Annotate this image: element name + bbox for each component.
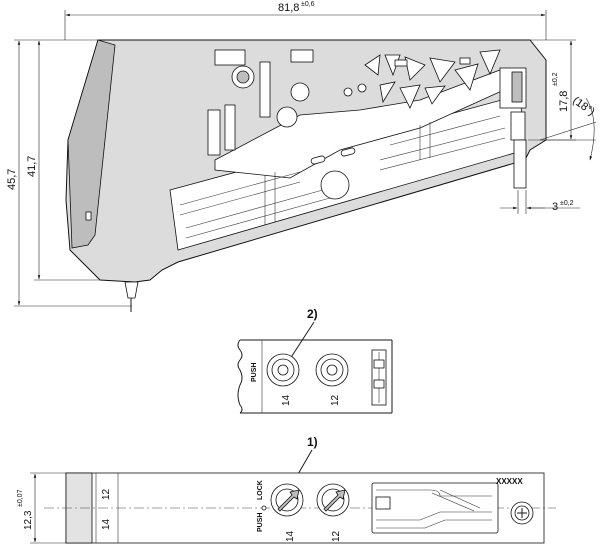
total-height-dimension: 45,7 — [6, 39, 132, 307]
detail-1-port-14 — [270, 483, 304, 517]
detail-2-callout: 2) — [307, 307, 318, 321]
detail-1-push-label: PUSH — [257, 513, 264, 532]
rail-slots — [179, 115, 506, 239]
latch-foot — [513, 139, 527, 189]
detail-1-left-label-bottom: 14 — [101, 518, 112, 530]
latch-height-tolerance: ±0,2 — [552, 72, 559, 86]
detail-2-view: 2) PUSH 14 12 — [237, 307, 393, 414]
detail-1-marking: XXXXX — [496, 477, 523, 486]
detail-2-push-label: PUSH — [251, 363, 258, 382]
top-tab — [290, 49, 314, 63]
latch-height-value: 17,8 — [558, 91, 570, 112]
flank-marking — [85, 211, 92, 221]
oblong-slot-left — [310, 155, 326, 165]
detail-2-port-a-label: 14 — [281, 394, 292, 406]
total-height-value: 45,7 — [6, 169, 18, 190]
width-dimension-value: 81,8 — [278, 2, 299, 14]
detail-1-lock-dot — [261, 505, 267, 511]
offset-value: 3 — [552, 201, 558, 213]
inner-height-value: 41,7 — [26, 156, 38, 177]
latch — [499, 67, 527, 189]
housing-left-flank — [67, 39, 116, 249]
boss-center — [290, 82, 310, 102]
left-ribs — [207, 61, 271, 156]
boss-bottom — [320, 170, 350, 200]
detail-1-port-12 — [316, 483, 350, 517]
detail-1-view: 1) 12,3 ±0,07 12 14 LOCK PUSH — [17, 435, 556, 544]
contact-pin — [124, 281, 139, 312]
detail-1-height-tolerance: ±0,07 — [17, 489, 24, 507]
detail-1-left-label-top: 12 — [101, 488, 112, 500]
detail-2-port-14 — [266, 353, 300, 387]
boss-lower — [276, 106, 298, 128]
detail-1-height-value: 12,3 — [23, 510, 34, 530]
detail-2-port-b-label: 12 — [330, 394, 341, 406]
detail-1-screw — [510, 501, 534, 525]
boss-upper-left-core — [236, 70, 250, 84]
top-block — [214, 49, 246, 66]
lattice-cutouts — [343, 49, 501, 109]
detail-1-callout: 1) — [307, 435, 318, 449]
oblong-slot-right — [340, 147, 356, 157]
detail-1-latch-mechanism — [371, 482, 499, 534]
offset-tolerance: ±0,2 — [560, 200, 574, 207]
detail-1-lock-label: LOCK — [257, 480, 264, 500]
width-dimension: 81,8 ±0,6 — [64, 1, 547, 40]
width-dimension-tolerance: ±0,6 — [301, 1, 315, 8]
offset-dimension: 3 ±0,2 — [500, 190, 580, 214]
detail-2-port-12 — [315, 353, 349, 387]
side-view: 81,8 ±0,6 45,7 41,7 — [6, 1, 597, 312]
detail-1-port-a-label: 14 — [285, 530, 296, 542]
detail-1-height-dimension: 12,3 ±0,07 — [17, 472, 66, 544]
detail-1-port-b-label: 12 — [331, 530, 342, 542]
